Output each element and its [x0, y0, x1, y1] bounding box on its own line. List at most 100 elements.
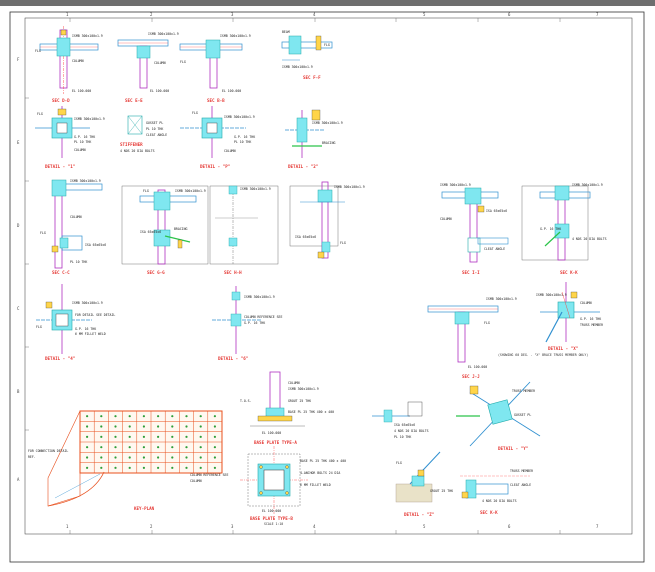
label-weld-bpb: 6 MM FILLET WELD	[300, 483, 331, 487]
grid-labels: 1 2 3 4 5 6 7 F E D C B A 1 2 3 4 5 6 7	[17, 12, 599, 529]
key-plan-column-marker	[185, 446, 188, 449]
detail-4: ISMB 300x100x1.9 FLG FOR DETAIL SEE DETA…	[36, 284, 115, 361]
label-el-dd: EL 100.000	[72, 89, 91, 93]
label-ism-dp: ISMB 300x100x1.9	[224, 115, 255, 119]
label-gpl-d6: G.P. 16 THK	[244, 321, 265, 325]
label-col-cc: COLUMN	[70, 215, 82, 219]
label-pl-dp: PL 10 THK	[234, 140, 251, 144]
key-plan-column-marker	[142, 435, 145, 438]
key-plan-column-marker	[199, 415, 202, 418]
detail-6: ISMB 300x100x1.9 COLUMN REFERENCE SEE G.…	[212, 286, 282, 361]
grid-bottom-1: 1	[66, 524, 69, 529]
label-truss-dy: TRUSS MEMBER	[512, 389, 535, 393]
label-stiff-bd: STIFFENER	[120, 142, 143, 147]
key-plan-column-marker	[128, 456, 131, 459]
section-j-j: ISMB 300x100x1.9 FLG EL 100.000 SEC J-J	[427, 297, 517, 379]
grid-top-2: 2	[150, 12, 153, 17]
label-brace-gg: BRACING	[174, 227, 188, 231]
key-plan-column-marker	[157, 466, 160, 469]
grid-left-c: C	[17, 306, 20, 311]
label-gusset-dy: GUSSET PL	[514, 413, 531, 417]
grid-left-e: E	[17, 140, 20, 145]
label-flg-ii: FLG	[340, 241, 346, 245]
base-plate-a: COLUMN ISMB 300x100x1.9 T.O.S. GROUT 25 …	[240, 371, 334, 445]
key-plan-column-marker	[86, 415, 89, 418]
label-gpl-kk: G.P. 16 THK	[540, 227, 561, 231]
title-sec-gg: SEC G-G	[147, 270, 165, 275]
key-plan-column-marker	[86, 456, 89, 459]
key-plan-column-marker	[213, 415, 216, 418]
key-plan-column-marker	[114, 456, 117, 459]
title-sec-ii: SEC I-I	[462, 270, 480, 275]
label-ism-d1: ISMB 300x100x1.9	[74, 117, 105, 121]
label-ism-kk: ISMB 300x100x1.9	[572, 183, 603, 187]
grid-left-b: B	[17, 389, 20, 394]
key-plan-column-marker	[185, 466, 188, 469]
cad-drawing: 1 2 3 4 5 6 7 F E D C B A 1 2 3 4 5 6 7 …	[9, 11, 645, 563]
grid-top-5: 5	[423, 12, 426, 17]
title-sec-ee: SEC E-E	[125, 98, 143, 103]
label-col-bpa: COLUMN	[288, 381, 300, 385]
label-cleat-sii: CLEAT ANGLE	[484, 247, 505, 251]
title-det-z: DETAIL - "Z"	[404, 512, 435, 517]
key-plan-column-marker	[199, 466, 202, 469]
label-flg-ff: FLG	[324, 43, 330, 47]
section-i-i: ISMB 300x100x1.9 COLUMN ISA 65x65x6 CLEA…	[440, 183, 509, 275]
label-isa-ii: ISA 65x65x6	[295, 235, 316, 239]
detail-1: FLG ISMB 300x100x1.9 G.P. 16 THK PL 10 T…	[35, 106, 105, 169]
label-cleat-bd: CLEAT ANGLE	[146, 133, 167, 137]
label-ism-d2: ISMB 300x100x1.9	[312, 121, 343, 125]
key-plan-column-marker	[213, 466, 216, 469]
scale-base-b: SCALE 1:10	[264, 522, 283, 526]
label-ism-ee: ISMB 300x100x1.9	[148, 32, 179, 36]
label-el-bpa: EL 100.000	[262, 431, 281, 435]
grid-bottom-3: 3	[231, 524, 234, 529]
key-plan-column-marker	[171, 425, 174, 428]
key-plan-column-marker	[171, 446, 174, 449]
label-ism-ff: ISMB 300x100x1.9	[282, 65, 313, 69]
label-gpl-dx: G.P. 16 THK	[580, 317, 601, 321]
key-plan-column-marker	[171, 466, 174, 469]
detail-2: ISMB 300x100x1.9 BRACING DETAIL - "2"	[285, 109, 343, 169]
grid-top-3: 3	[231, 12, 234, 17]
grid-bottom-6: 6	[508, 524, 511, 529]
key-plan-column-marker	[128, 425, 131, 428]
section-k-k: TRUSS MEMBER CLEAT ANGLE 4 NOS 20 DIA BO…	[460, 469, 533, 515]
label-col-d1: COLUMN	[74, 148, 86, 152]
label-gusset-bd: GUSSET PL	[146, 121, 163, 125]
section-e-e: ISMB 300x100x1.9 COLUMN EL 100.000 SEC E…	[117, 32, 179, 103]
title-sec-jj: SEC J-J	[462, 374, 480, 379]
key-plan-column-marker	[199, 425, 202, 428]
label-ism-bpa: ISMB 300x100x1.9	[288, 387, 319, 391]
grid-top-6: 6	[508, 12, 511, 17]
key-plan-column-marker	[171, 415, 174, 418]
grid-left-a: A	[17, 477, 20, 482]
label-ism-cc: ISMB 300x100x1.9	[70, 179, 101, 183]
label-grout-bpa: GROUT 25 THK	[288, 399, 311, 403]
section-g-g: FLG ISMB 300x100x1.9 ISA 65x65x6 BRACING…	[121, 185, 209, 275]
key-plan-column-marker	[171, 456, 174, 459]
key-plan-column-marker	[100, 456, 103, 459]
drawing-sheet: 1 2 3 4 5 6 7 F E D C B A 1 2 3 4 5 6 7 …	[0, 6, 655, 568]
title-det-p: DETAIL - "P"	[200, 164, 231, 169]
title-sec-kk-2: SEC K-K	[480, 510, 498, 515]
label-note-d4: FOR DETAIL SEE DETAIL	[75, 313, 115, 317]
key-plan-column-marker	[128, 466, 131, 469]
label-ism-hh: ISMB 300x100x1.9	[240, 187, 271, 191]
label-gpl-d4: G.P. 16 THK	[75, 327, 96, 331]
key-plan-column-marker	[142, 446, 145, 449]
detail-z: FLG GROUT 25 THK DETAIL - "Z"	[395, 451, 453, 517]
inner-border	[24, 17, 633, 535]
key-plan-column-marker	[157, 456, 160, 459]
outer-border	[9, 11, 645, 563]
title-bar	[0, 0, 655, 6]
title-key-plan: KEY-PLAN	[134, 506, 155, 511]
label-isa-gg: ISA 65x65x6	[140, 230, 161, 234]
title-sec-hh: SEC H-H	[224, 270, 242, 275]
title-det-2: DETAIL - "2"	[288, 164, 319, 169]
key-plan-column-marker	[157, 415, 160, 418]
label-col-dp: COLUMN	[224, 149, 236, 153]
label-isa-dys: ISA 65x65x6	[394, 423, 415, 427]
label-flg-dz: FLG	[396, 461, 402, 465]
key-plan-column-marker	[157, 446, 160, 449]
